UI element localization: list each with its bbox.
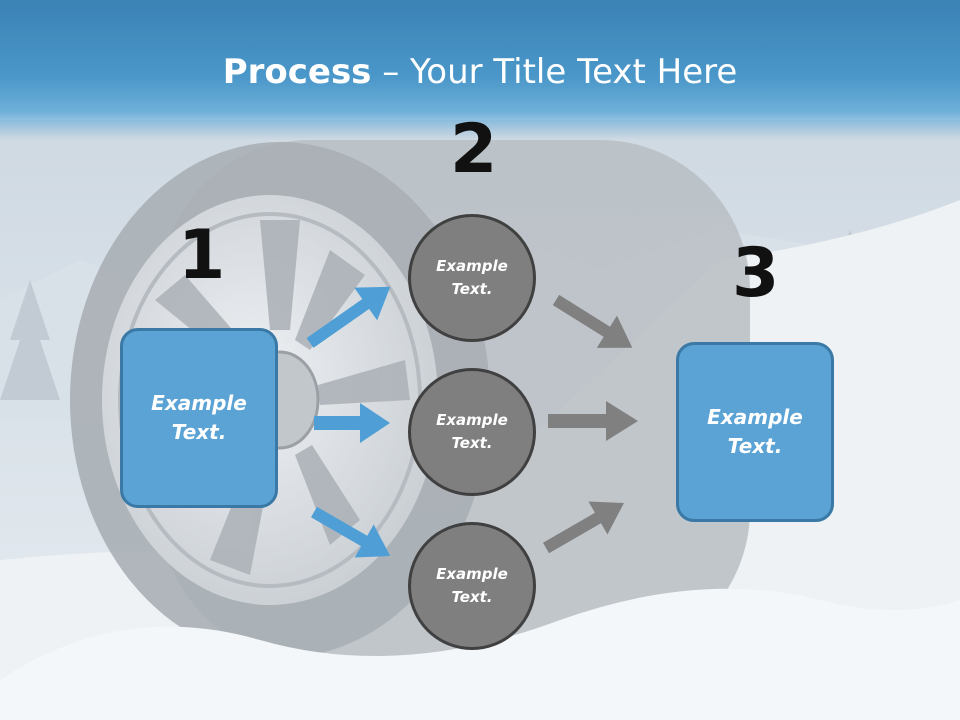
step1-line2: Text. — [171, 420, 227, 444]
step2-circle-bottom[interactable]: Example Text. — [408, 522, 536, 650]
step-number-2: 2 — [450, 110, 498, 189]
circle1-line2: Text. — [451, 280, 493, 298]
step-number-1: 1 — [178, 216, 226, 295]
title-rest: – Your Title Text Here — [371, 52, 738, 92]
step2-circle-top[interactable]: Example Text. — [408, 214, 536, 342]
title-bar — [0, 0, 960, 140]
circle2-line2: Text. — [451, 434, 493, 452]
step2-circle-middle[interactable]: Example Text. — [408, 368, 536, 496]
title-bold: Process — [222, 52, 372, 92]
blue-arrow-up-icon — [306, 286, 391, 348]
blue-arrow-right-icon — [314, 403, 390, 443]
step3-line2: Text. — [727, 434, 783, 458]
step3-box[interactable]: Example Text. — [676, 342, 834, 522]
step1-line1: Example — [151, 391, 247, 415]
step3-line1: Example — [707, 405, 803, 429]
gray-arrow-right-icon — [548, 401, 638, 441]
step1-box[interactable]: Example Text. — [120, 328, 278, 508]
circle1-line1: Example — [436, 256, 508, 275]
slide-title: Process – Your Title Text Here — [0, 52, 960, 92]
circle3-line2: Text. — [451, 588, 493, 606]
circle3-line1: Example — [436, 564, 508, 583]
blue-arrow-down-icon — [311, 506, 391, 558]
step-number-3: 3 — [732, 234, 780, 313]
gray-arrow-down-icon — [552, 294, 633, 348]
gray-arrow-up-icon — [543, 501, 624, 554]
circle2-line1: Example — [436, 410, 508, 429]
